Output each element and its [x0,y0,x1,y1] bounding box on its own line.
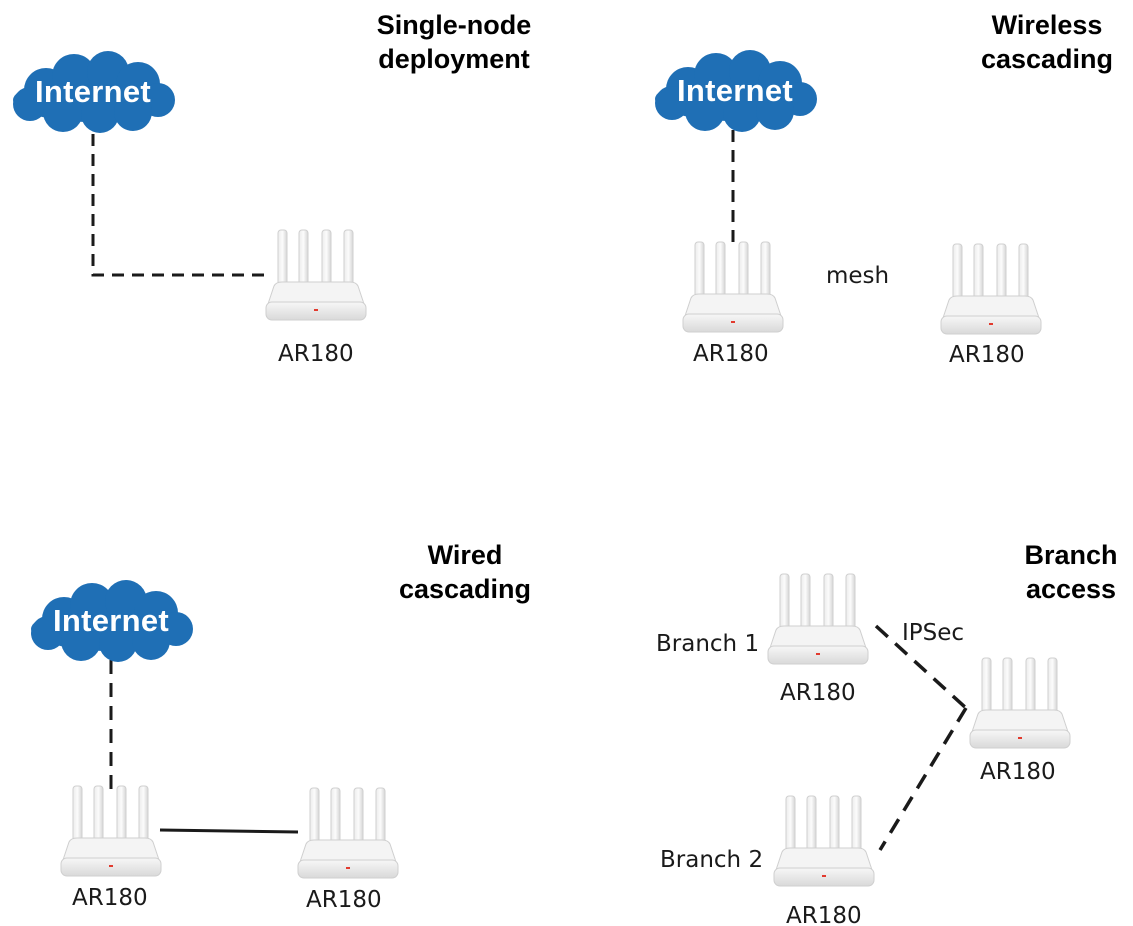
router-icon [772,792,876,888]
router-label-hq: AR180 [980,759,1056,785]
title-line: Branch [1024,540,1118,570]
router-icon [766,570,870,666]
title-single-node: Single-node deployment [356,8,552,76]
router-icon [939,240,1043,336]
router-label-branch2: AR180 [786,903,862,926]
single-internet-link [91,134,266,277]
router-label-branch1: AR180 [780,680,856,706]
router-icon [296,784,400,880]
branch2-label: Branch 2 [660,847,764,873]
title-line: cascading [980,44,1114,74]
ipsec-link-label: IPSec [902,620,965,646]
wired-cable-link [159,828,299,834]
router-label-single: AR180 [278,341,354,367]
title-line: cascading [398,574,532,604]
router-icon [968,654,1072,750]
router-label-wireless-main: AR180 [693,341,769,367]
router-label-wired-remote: AR180 [306,887,382,913]
title-line: Wireless [991,10,1103,40]
internet-cloud-icon: Internet [26,579,196,663]
title-branch-access: Branch access [1010,538,1132,606]
branch1-label: Branch 1 [656,631,760,657]
title-line: deployment [378,44,530,74]
internet-cloud-icon: Internet [650,49,820,133]
router-icon [681,238,785,334]
ipsec-link-branch2 [878,707,968,851]
router-label-wireless-remote: AR180 [949,342,1025,368]
router-icon [59,782,163,878]
title-wireless-cascading: Wireless cascading [962,8,1132,76]
internet-cloud-icon: Internet [8,50,178,134]
mesh-link-label: mesh [826,263,890,289]
cloud-label: Internet [676,73,794,108]
cloud-label: Internet [52,603,170,638]
router-label-wired-main: AR180 [72,885,148,911]
router-icon [264,226,368,322]
cloud-label: Internet [34,74,152,109]
title-line: Single-node [376,10,532,40]
ipsec-link-branch1 [874,624,968,710]
title-line: access [1025,574,1117,604]
title-line: Wired [427,540,503,570]
title-wired-cascading: Wired cascading [380,538,550,606]
